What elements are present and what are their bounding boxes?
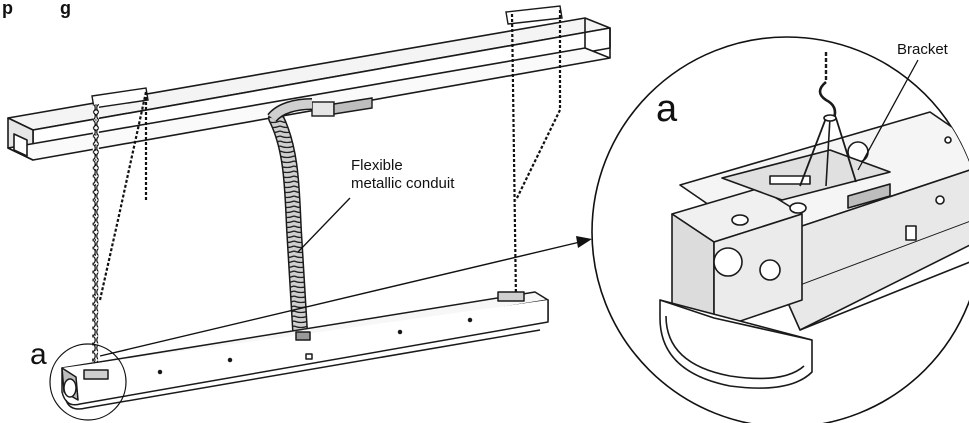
detail-marker-small: a <box>30 338 47 371</box>
hanging-chains <box>92 10 562 381</box>
beam-clamps <box>91 5 563 117</box>
conduit-label-line1: Flexible <box>351 157 403 174</box>
conduit-leader-line <box>297 197 351 253</box>
detail-view <box>659 52 969 389</box>
conduit-label-line2: metallic conduit <box>351 175 455 192</box>
detail-arrow <box>99 236 592 357</box>
flexible-conduit <box>267 98 313 338</box>
bracket-leader-line <box>857 59 919 171</box>
partial-heading-2: g <box>60 0 71 18</box>
light-fixture <box>61 291 549 410</box>
detail-circle-small <box>49 343 127 421</box>
bracket-label: Bracket <box>897 41 948 58</box>
detail-marker-large: a <box>656 88 678 130</box>
partial-heading: p <box>2 0 13 18</box>
